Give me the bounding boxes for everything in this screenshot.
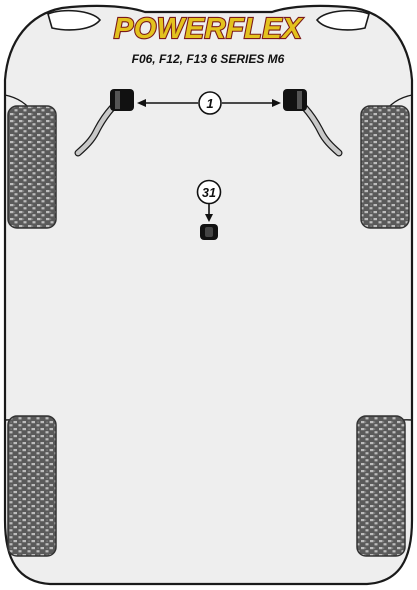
callout-label: 31 xyxy=(202,186,216,200)
pointer-arrow-icon xyxy=(205,214,213,222)
gearbox-mount-bushing xyxy=(200,224,218,240)
callout-label: 1 xyxy=(206,96,213,111)
callout-31[interactable]: 31 xyxy=(196,179,222,223)
powerflex-logo: POWERFLEX xyxy=(113,12,304,46)
model-subtitle: F06, F12, F13 6 SERIES M6 xyxy=(132,52,285,66)
anti-roll-bar-right xyxy=(283,89,343,157)
tyre-icon xyxy=(356,415,406,557)
pointer-arrow-icon xyxy=(272,99,281,107)
logo-text: POWERFLEX xyxy=(114,13,303,45)
anti-roll-bar-icon xyxy=(75,105,115,156)
tyre-front-left xyxy=(7,105,57,229)
left-front-panel xyxy=(47,9,102,31)
anti-roll-bar-icon xyxy=(302,105,342,156)
callout-1[interactable]: 1 xyxy=(137,91,281,115)
tyre-icon xyxy=(7,105,57,229)
tyre-icon xyxy=(7,415,57,557)
tyre-icon xyxy=(360,105,410,229)
bushing-icon xyxy=(283,89,307,111)
anti-roll-bar-left xyxy=(74,89,134,157)
tyre-rear-right xyxy=(356,415,406,557)
tyre-front-right xyxy=(360,105,410,229)
callout-circle xyxy=(196,179,222,205)
callout-circle xyxy=(198,91,222,115)
bushing-icon xyxy=(110,89,134,111)
right-front-panel xyxy=(315,9,370,31)
tyre-rear-left xyxy=(7,415,57,557)
car-body-outline xyxy=(3,4,414,586)
pointer-arrow-icon xyxy=(137,99,146,107)
